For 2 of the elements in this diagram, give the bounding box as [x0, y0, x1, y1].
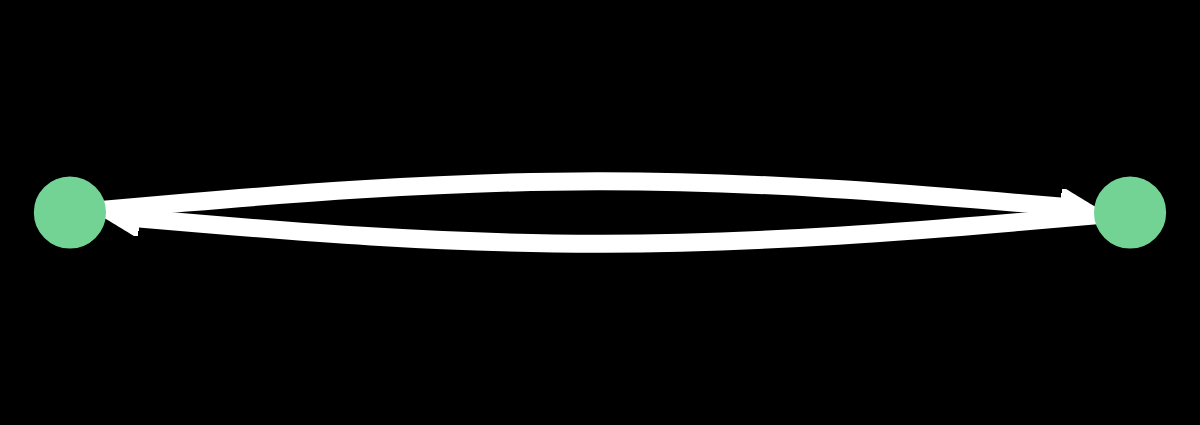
node-circle [33, 176, 106, 249]
node-circle [1094, 176, 1167, 249]
